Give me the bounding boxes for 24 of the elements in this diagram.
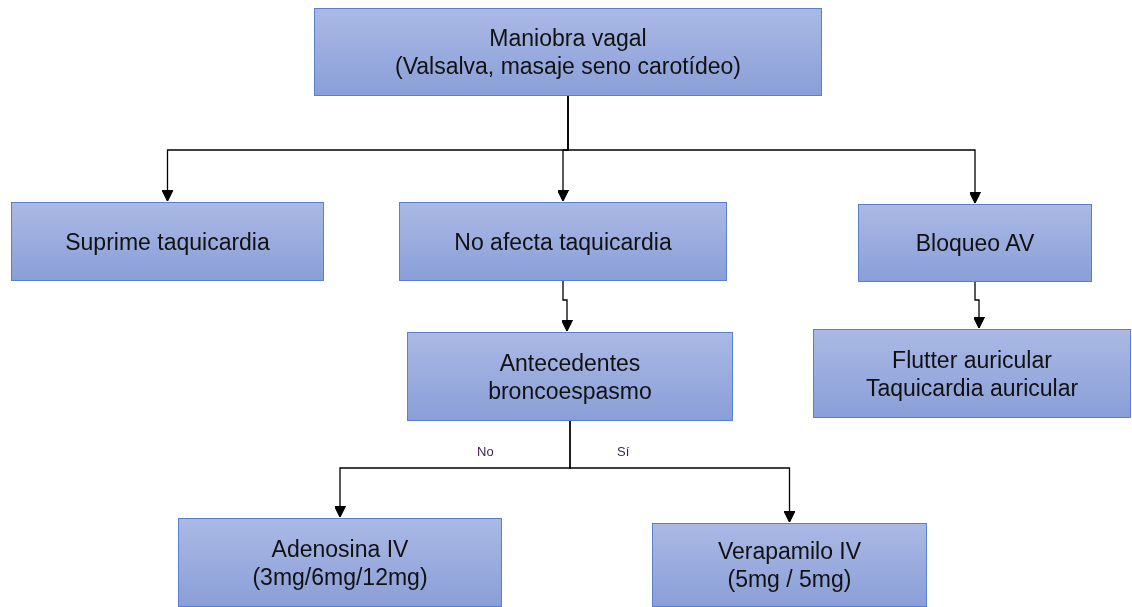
process-box: [813, 329, 1131, 418]
box-text: Maniobra vagal: [489, 24, 647, 52]
process-box: [652, 523, 927, 607]
process-box: [11, 202, 324, 281]
box-text: (5mg / 5mg): [727, 565, 852, 593]
process-box: [399, 202, 727, 281]
process-box: [178, 518, 502, 607]
box-text: Adenosina IV: [271, 534, 409, 563]
box-text: Flutter auricular: [892, 345, 1052, 374]
box-text: Taquicardia auricular: [865, 373, 1079, 402]
process-box: [407, 332, 733, 421]
box-text: No afecta taquicardia: [454, 227, 672, 256]
process-box: [314, 8, 822, 96]
box-text: Suprime taquicardia: [65, 227, 270, 256]
process-box: [858, 204, 1092, 282]
box-text: (3mg/6mg/12mg): [252, 562, 428, 591]
box-text: Verapamilo IV: [717, 537, 862, 565]
arrow: [567, 95, 982, 204]
box-text: Bloqueo AV: [915, 229, 1035, 257]
box-text: (Valsalva, masaje seno carotídeo): [395, 52, 741, 80]
arrow: [569, 420, 796, 523]
box-text: Antecedentes broncoespasmo: [487, 348, 653, 405]
arrow: [560, 280, 574, 332]
arrow: [972, 281, 986, 329]
